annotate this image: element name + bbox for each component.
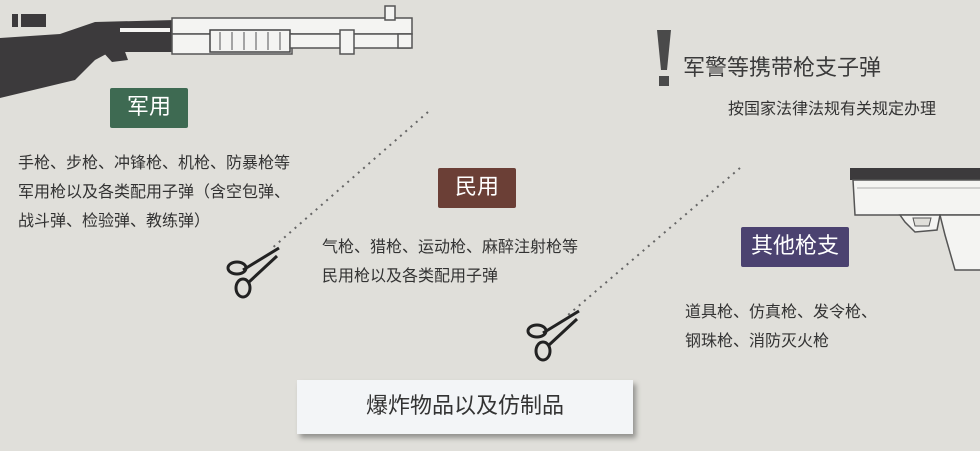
other-badge: 其他枪支 <box>741 227 849 267</box>
military-badge: 军用 <box>110 88 188 128</box>
other-line-2: 钢珠枪、消防灭火枪 <box>685 331 830 350</box>
scissors-icon <box>226 246 280 299</box>
military-description: 手枪、步枪、冲锋枪、机枪、防暴枪等 军用枪以及各类配用子弹（含空包弹、 战斗弹、… <box>18 148 290 235</box>
military-line-2: 军用枪以及各类配用子弹（含空包弹、 <box>18 182 291 201</box>
other-description: 道具枪、仿真枪、发令枪、 钢珠枪、消防灭火枪 <box>685 297 877 355</box>
military-line-1: 手枪、步枪、冲锋枪、机枪、防暴枪等 <box>18 153 291 172</box>
civil-line-1: 气枪、猎枪、运动枪、麻醉注射枪等 <box>322 237 579 256</box>
notice-subtitle: 按国家法律法规有关规定办理 <box>728 99 937 118</box>
pistol-icon <box>850 168 980 271</box>
notice-title: 军警等携带枪支子弹 <box>683 56 882 81</box>
explosives-box: 爆炸物品以及仿制品 <box>297 380 633 434</box>
military-line-3: 战斗弹、检验弹、教练弹） <box>18 211 211 230</box>
scissors-icon <box>526 309 580 362</box>
exclamation-icon <box>657 30 671 86</box>
shotgun-icon <box>0 5 413 98</box>
civil-line-2: 民用枪以及各类配用子弹 <box>322 266 499 285</box>
other-line-1: 道具枪、仿真枪、发令枪、 <box>685 302 878 321</box>
civil-description: 气枪、猎枪、运动枪、麻醉注射枪等 民用枪以及各类配用子弹 <box>322 232 578 290</box>
civil-badge: 民用 <box>438 168 516 208</box>
